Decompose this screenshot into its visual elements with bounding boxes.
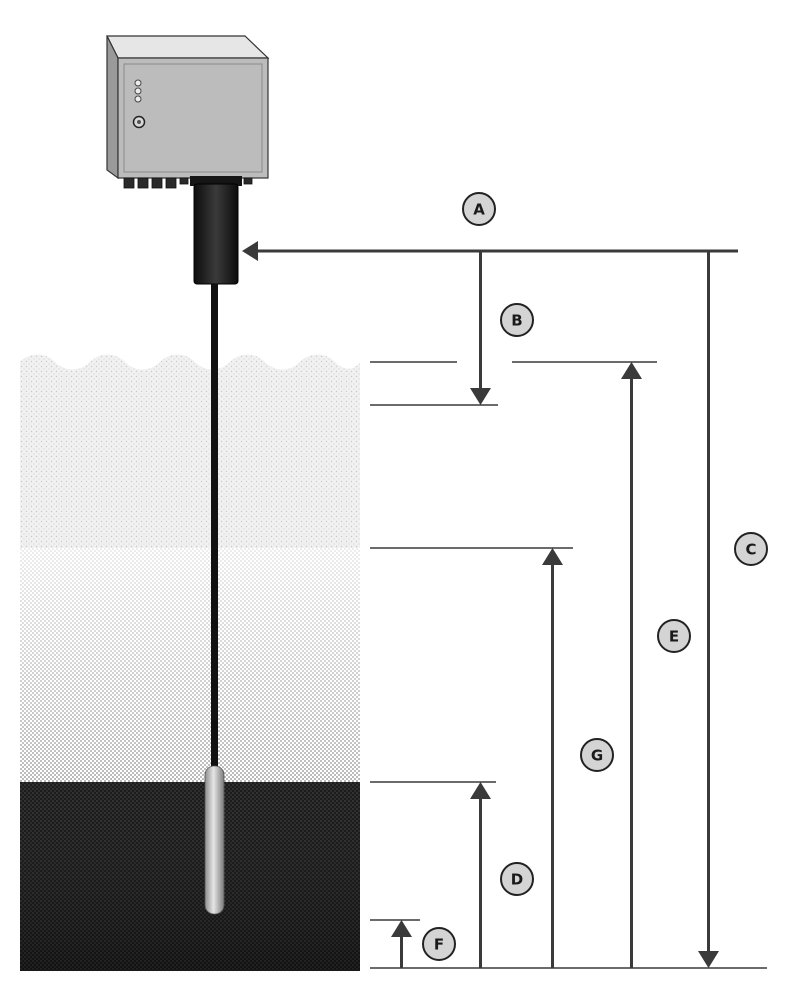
arrow-g-head bbox=[542, 548, 563, 565]
sensor-mount bbox=[190, 176, 242, 186]
middle-layer-fade bbox=[20, 548, 360, 782]
arrow-d-shaft bbox=[479, 796, 482, 968]
badge-a-label: A bbox=[473, 201, 485, 219]
arrow-b-shaft bbox=[479, 251, 482, 391]
badge-d: D bbox=[500, 862, 534, 896]
arrow-c-shaft bbox=[707, 251, 710, 954]
electronics-enclosure bbox=[106, 35, 270, 189]
cable-glands bbox=[123, 177, 253, 189]
badge-g-label: G bbox=[591, 747, 603, 765]
tank-contents bbox=[20, 354, 360, 971]
badge-d-label: D bbox=[511, 871, 523, 889]
reference-lines bbox=[256, 249, 767, 969]
badge-c: C bbox=[734, 532, 768, 566]
badge-c-label: C bbox=[745, 541, 756, 559]
badge-g: G bbox=[580, 738, 614, 772]
dimension-arrows bbox=[242, 241, 719, 968]
badge-f: F bbox=[422, 927, 456, 961]
arrow-g-shaft bbox=[551, 562, 554, 968]
submersible-probe bbox=[204, 765, 225, 915]
arrow-f-shaft bbox=[400, 934, 403, 968]
badge-e: E bbox=[657, 619, 691, 653]
sensor-assembly bbox=[190, 176, 242, 915]
arrow-b-head bbox=[470, 388, 491, 405]
bottom-layer-shade bbox=[20, 782, 360, 971]
arrow-e-head bbox=[621, 362, 642, 379]
status-led-1 bbox=[134, 79, 142, 87]
badge-b-label: B bbox=[511, 312, 522, 330]
badge-a: A bbox=[462, 192, 496, 226]
enclosure-knob-center bbox=[137, 120, 141, 124]
arrow-d-head bbox=[470, 782, 491, 799]
arrow-f-head bbox=[391, 920, 412, 937]
sensor-body bbox=[193, 183, 239, 285]
upper-layer bbox=[20, 354, 360, 548]
enclosure-side bbox=[106, 35, 119, 180]
enclosure-top bbox=[106, 35, 270, 59]
badge-b: B bbox=[500, 303, 534, 337]
arrow-e-shaft bbox=[630, 376, 633, 968]
badge-f-label: F bbox=[434, 936, 444, 954]
arrow-a-head bbox=[242, 241, 258, 261]
enclosure-front-inset bbox=[123, 63, 263, 173]
status-led-2 bbox=[134, 87, 142, 95]
arrow-c-head bbox=[698, 951, 719, 968]
suspension-cable bbox=[211, 284, 218, 768]
status-led-3 bbox=[134, 95, 142, 103]
badge-e-label: E bbox=[669, 628, 679, 646]
